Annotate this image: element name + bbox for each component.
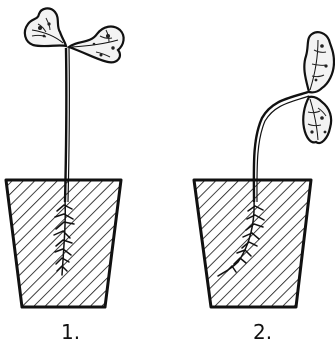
stem-1 (65, 48, 66, 202)
figure-label-2: 2. (253, 322, 272, 342)
seedling-1 (6, 8, 124, 307)
leaf-2-upper (304, 32, 334, 92)
figure-label-1: 1. (61, 322, 80, 342)
seedling-2 (194, 32, 334, 307)
